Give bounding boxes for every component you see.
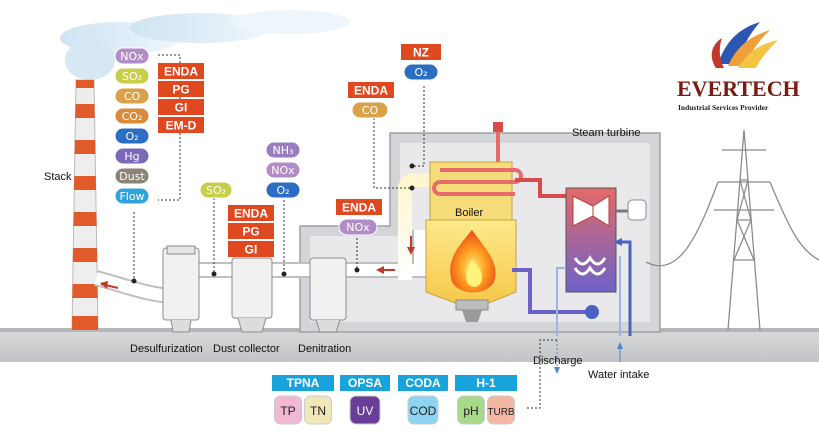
- ground: [0, 330, 819, 362]
- stack-gas-7: Flow: [114, 187, 150, 205]
- water-param-2-0: COD: [407, 395, 439, 425]
- nh3-group-1: NOx: [265, 161, 301, 179]
- brand-tagline: Industrial Services Provider: [678, 103, 769, 112]
- water-param-0-0-text: TP: [280, 404, 295, 418]
- water-analyzer-1-label: OPSA: [348, 376, 382, 390]
- water-param-3-0-text: pH: [463, 404, 478, 418]
- pump-icon: [585, 305, 599, 319]
- boiler-gas: CO: [351, 101, 389, 119]
- nh3-group-2: O₂: [265, 181, 301, 199]
- nz-analyzer: NZ: [401, 44, 441, 60]
- so2-pill-text: SO₂: [206, 184, 226, 197]
- stack-analyzer-2: GI: [158, 99, 204, 115]
- stack-gas-1-text: SO₂: [122, 70, 142, 83]
- so2-pill: SO₂: [199, 181, 233, 199]
- boiler-analyzer: ENDA: [348, 82, 394, 98]
- water-param-2-0-text: COD: [410, 404, 437, 418]
- water-param-1-0-text: UV: [357, 404, 374, 418]
- mid-analyzer-2-text: GI: [245, 243, 258, 257]
- stack-analyzer-0: ENDA: [158, 63, 204, 79]
- nh3-group-0-text: NH₃: [273, 144, 294, 157]
- denitration-gas: NOx: [338, 218, 378, 236]
- water-analyzer-1: OPSA: [340, 375, 390, 391]
- desulfurization-unit: [162, 245, 200, 333]
- stack-gas-1: SO₂: [114, 67, 150, 85]
- water-analyzer-0: TPNA: [272, 375, 334, 391]
- denitration-analyzer: ENDA: [336, 199, 382, 215]
- water-analyzer-3-label: H-1: [476, 376, 496, 390]
- brand-name: EVERTECH: [677, 76, 800, 101]
- stack-gas-5-text: Hg: [124, 150, 139, 163]
- stack-analyzer-3: EM-D: [158, 117, 204, 133]
- dust-collector-unit: [231, 257, 273, 333]
- water-analyzer-0-label: TPNA: [287, 376, 320, 390]
- stack-analyzer-0-text: ENDA: [164, 65, 198, 79]
- stack-gas-3-text: CO₂: [122, 110, 143, 123]
- steam-turbine: [565, 187, 617, 293]
- mid-analyzer-0-text: ENDA: [234, 207, 268, 221]
- mid-analyzer-1-text: PG: [242, 225, 259, 239]
- water-intake-label: Water intake: [588, 369, 649, 381]
- stack-gas-0: NOx: [114, 47, 150, 65]
- water-param-1-0: UV: [349, 395, 381, 425]
- dynamic-labels: NOxSO₂COCO₂O₂HgDustFlowENDAPGGIEM-DNH₃NO…: [114, 44, 517, 425]
- stack-gas-4: O₂: [114, 127, 150, 145]
- stack-gas-3: CO₂: [114, 107, 150, 125]
- stack-gas-6: Dust: [114, 167, 150, 185]
- boiler-label: Boiler: [455, 207, 483, 219]
- leader-lines: [133, 54, 557, 409]
- boiler-analyzer-text: ENDA: [354, 84, 388, 98]
- water-param-3-0: pH: [457, 395, 485, 425]
- mid-analyzer-1: PG: [228, 223, 274, 239]
- smoke-plume: [60, 10, 350, 80]
- denitration-unit: [309, 257, 347, 333]
- denitration-label: Denitration: [298, 343, 351, 355]
- stack-gas-7-text: Flow: [119, 190, 144, 203]
- denitration-analyzer-text: ENDA: [342, 201, 376, 215]
- stack-label: Stack: [44, 171, 72, 183]
- water-param-3-1: TURB: [487, 395, 515, 425]
- water-param-0-1-text: TN: [310, 404, 326, 418]
- water-analyzer-3: H-1: [455, 375, 517, 391]
- stack-gas-2-text: CO: [124, 90, 141, 103]
- nh3-group-1-text: NOx: [271, 164, 295, 177]
- stack-gas-4-text: O₂: [125, 130, 138, 143]
- stack-analyzer-1-text: PG: [172, 83, 189, 97]
- mid-analyzer-2: GI: [228, 241, 274, 257]
- desulfurization-label: Desulfurization: [130, 343, 203, 355]
- boiler-gas-text: CO: [362, 104, 379, 117]
- mid-analyzer-0: ENDA: [228, 205, 274, 221]
- stack-analyzer-1: PG: [158, 81, 204, 97]
- generator-icon: [627, 199, 647, 221]
- stack-analyzer-2-text: GI: [175, 101, 188, 115]
- water-param-0-1: TN: [304, 395, 332, 425]
- stack-gas-5: Hg: [114, 147, 150, 165]
- water-param-3-1-text: TURB: [487, 407, 515, 418]
- nz-analyzer-text: NZ: [413, 46, 429, 60]
- steam-turbine-label: Steam turbine: [572, 127, 640, 139]
- stack-gas-6-text: Dust: [119, 170, 145, 183]
- power-tower: [645, 129, 819, 331]
- water-analyzer-2: CODA: [398, 375, 448, 391]
- nh3-group-2-text: O₂: [276, 184, 289, 197]
- discharge-label: Discharge: [533, 355, 583, 367]
- stack-chimney: [71, 79, 99, 331]
- denitration-gas-text: NOx: [346, 221, 370, 234]
- water-param-0-0: TP: [274, 395, 302, 425]
- dust-collector-label: Dust collector: [213, 343, 280, 355]
- nz-gas-text: O₂: [414, 66, 427, 79]
- stack-gas-2: CO: [114, 87, 150, 105]
- water-analyzer-2-label: CODA: [405, 376, 441, 390]
- evertech-logo: EVERTECH Industrial Services Provider: [677, 22, 800, 112]
- stack-analyzer-3-text: EM-D: [166, 119, 197, 133]
- stack-gas-0-text: NOx: [120, 50, 144, 63]
- nh3-group-0: NH₃: [265, 141, 301, 159]
- nz-gas: O₂: [403, 63, 439, 81]
